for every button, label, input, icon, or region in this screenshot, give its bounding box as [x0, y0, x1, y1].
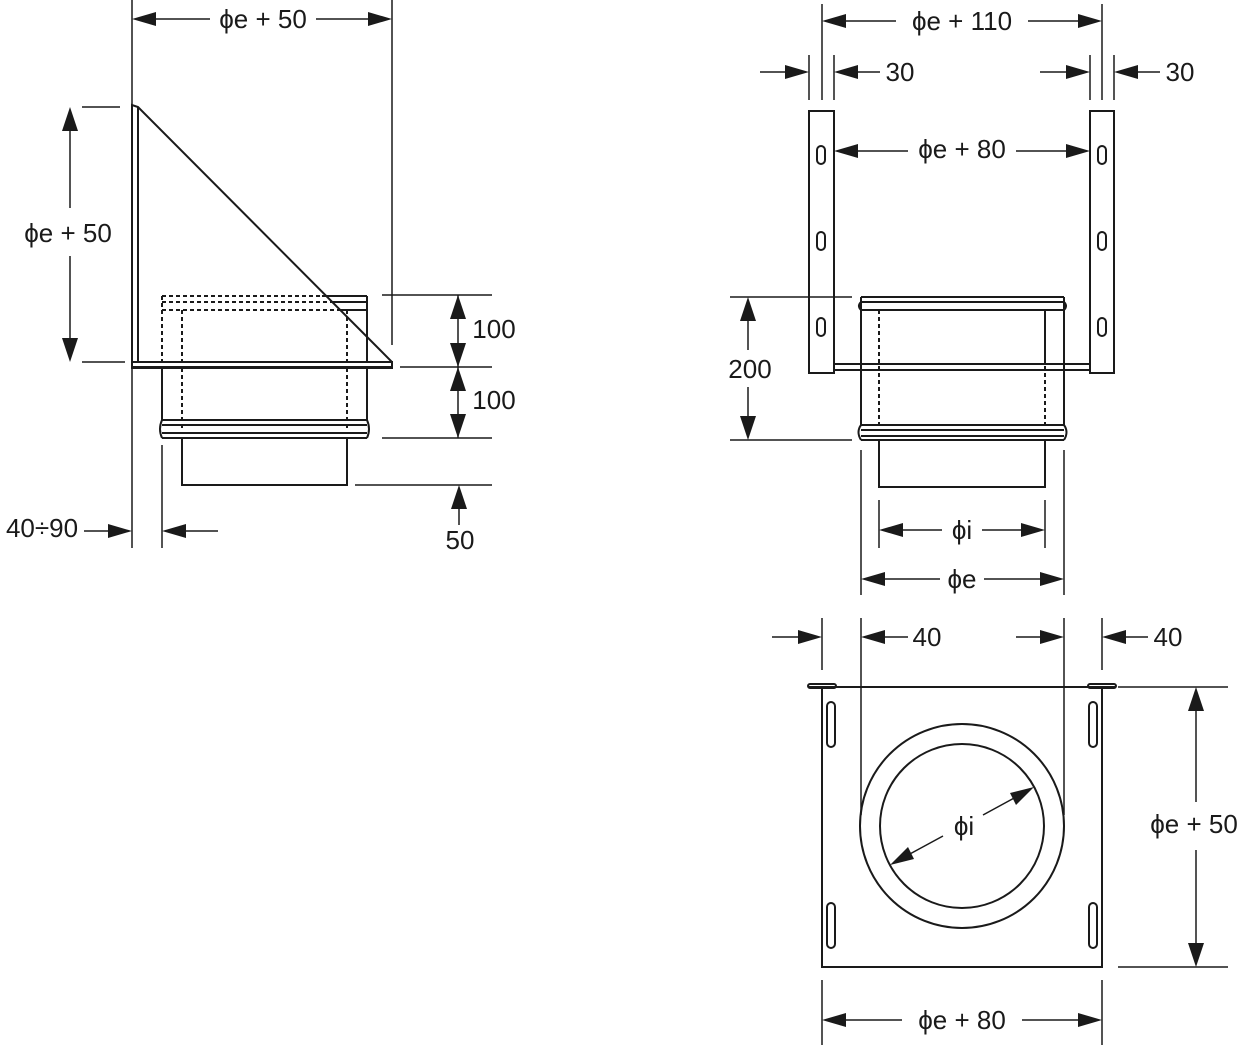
dim-plan-height: ϕe + 50 — [1150, 809, 1238, 839]
plate-slot — [1088, 701, 1098, 748]
hidden-upper-pipe — [161, 295, 368, 362]
pipe-body — [159, 368, 370, 439]
dim-right-margin: 40 — [1154, 622, 1183, 652]
dim-plan-inner-diameter: ϕi — [954, 811, 974, 841]
front-view: ϕe + 110 30 30 ϕe + 80 200 ϕi — [728, 4, 1194, 595]
left-flange — [808, 110, 835, 374]
dim-spigot: 50 — [446, 525, 475, 555]
bracket-plate — [131, 103, 393, 368]
side-view: ϕe + 50 ϕe + 50 100 100 50 40÷90 — [6, 0, 516, 555]
flange-slot — [816, 145, 826, 165]
dim-top-width: ϕe + 50 — [219, 4, 307, 34]
plate-slot — [826, 902, 836, 949]
flange-slot — [816, 231, 826, 251]
outer-pipe-circle — [859, 723, 1065, 929]
dim-overall-width: ϕe + 110 — [912, 6, 1012, 36]
spigot — [181, 437, 348, 486]
dim-right-flange: 30 — [1166, 57, 1195, 87]
dim-left-margin: 40 — [913, 622, 942, 652]
base-shelf — [131, 361, 393, 369]
dim-inner-width: ϕe + 80 — [918, 134, 1006, 164]
plate-slot — [1088, 902, 1098, 949]
front-pipe — [857, 296, 1068, 441]
dim-height: 200 — [728, 354, 771, 384]
dim-inner-diameter: ϕi — [952, 515, 972, 545]
front-spigot — [878, 439, 1046, 488]
flange-slot — [1097, 317, 1107, 337]
dim-plate-height: ϕe + 50 — [24, 218, 112, 248]
dim-outer-diameter: ϕe — [947, 564, 976, 594]
dim-plan-width: ϕe + 80 — [918, 1005, 1006, 1035]
flange-slot — [816, 317, 826, 337]
dim-lower-band: 100 — [472, 385, 515, 415]
plate-slot — [826, 701, 836, 748]
flange-slot — [1097, 231, 1107, 251]
right-flange — [1089, 110, 1115, 374]
inner-pipe-circle — [879, 743, 1045, 909]
dim-wall-gap: 40÷90 — [6, 513, 78, 543]
front-shelf — [833, 363, 1091, 371]
plan-view: ϕi 40 40 ϕe + 50 ϕe + 80 — [772, 618, 1238, 1045]
dim-left-flange: 30 — [886, 57, 915, 87]
flange-slot — [1097, 145, 1107, 165]
dim-upper-band: 100 — [472, 314, 515, 344]
